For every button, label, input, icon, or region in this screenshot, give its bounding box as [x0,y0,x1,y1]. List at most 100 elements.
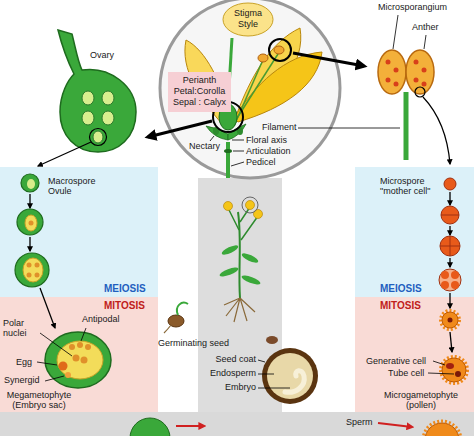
seed-pictures [267,353,313,399]
part-label: Articulation [246,146,291,156]
label-slot: Germinating seed [158,338,229,348]
ovary-picture [38,142,91,166]
label-slot: Tube cell [388,368,424,378]
ovary-picture [82,91,94,105]
seed-pictures [262,348,318,404]
label-slot: Microsporangium [378,2,447,12]
ovary-picture [38,30,136,166]
part-label: Microgametophyte (pollen) [376,390,466,411]
part-label: Anther [412,22,439,32]
part-label: Pedicel [246,157,276,167]
band-heading-slot: MEIOSIS [104,283,146,295]
label-slot: Embryo [225,382,256,392]
plant-picture [246,201,255,210]
anther-picture [378,15,450,164]
ovary-picture [102,91,114,105]
band-picture [15,174,158,297]
magnified-flower [148,121,212,137]
label-slot: Megametophyte (Embryo sac) [2,390,76,411]
ovary-picture [102,111,114,125]
part-name: Perianth [172,75,227,86]
anther-picture [422,82,427,87]
part-label: Sperm [346,417,373,427]
part-name: Sepal : Calyx [172,97,227,108]
fertilization-strip [130,418,461,436]
ovary-picture [82,111,94,125]
band-picture [355,174,468,297]
band-heading-slot: MEIOSIS [380,283,422,295]
anther-picture [386,78,391,83]
magnified-flower [232,140,244,141]
magnified-flower [298,128,400,129]
band-picture [15,297,158,388]
plant-picture [241,274,262,286]
label-slot: Antipodal [82,314,120,324]
seed-pictures [164,325,171,333]
part-label: Germinating seed [158,338,229,348]
seed-pictures [177,303,188,315]
band-heading-slot: MITOSIS [380,300,421,312]
stage-heading: MEIOSIS [380,283,422,295]
anther-picture [422,68,427,73]
fertilization-strip [425,423,459,436]
label-slot: Sperm [346,417,373,427]
part-label: Egg [16,357,32,367]
magnified-flower [258,54,268,62]
part-label: Megametophyte (Embryo sac) [2,390,76,411]
anther-picture [378,50,406,94]
part-label: Generative cell [366,356,426,366]
seed-pictures [258,360,265,362]
plant-picture [238,212,240,298]
perianth-box: PerianthPetal:CorollaSepal : Calyx [168,72,231,112]
label-slot: Endosperm [210,368,256,378]
seed-pictures [266,336,278,344]
plant-picture [224,298,255,322]
label-slot: Floral axis [246,135,287,145]
anther-picture [424,35,426,49]
fertilization-strip [423,421,461,436]
part-label: Tube cell [388,368,424,378]
label-slot: Synergid [4,375,40,385]
stage-heading: MEIOSIS [104,283,146,295]
part-label: Floral axis [246,135,287,145]
part-label: Nectary [189,141,220,151]
anther-picture [394,82,399,87]
anther-picture [423,97,450,164]
label-slot: Microgametophyte (pollen) [376,390,466,411]
magnified-flower [160,0,340,178]
ovary-picture [58,30,136,152]
seed-pictures [285,371,304,393]
part-label: Seed coat [215,354,256,364]
label-slot: Anther [412,22,439,32]
anther-picture [386,60,391,65]
plant-picture [242,197,258,213]
plant-picture [219,266,240,278]
fertilization-strip [130,418,170,436]
label-slot: Pedicel [246,157,276,167]
plant-picture [241,251,260,264]
band-heading-slot: MITOSIS [104,300,145,312]
anther-picture [414,78,419,83]
plant-picture [224,202,233,211]
magnified-flower [269,39,291,61]
band-picture [355,297,468,388]
anther-picture [414,60,419,65]
label-slot: Macrospore Ovule [48,176,106,197]
part-label: Microsporangium [378,2,447,12]
label-slot: Microspore "mother cell" [380,176,440,197]
part-label: Antipodal [82,314,120,324]
label-slot: Egg [16,357,32,367]
anther-picture [404,92,409,160]
magnified-flower [274,46,284,54]
label-slot: Filament [262,122,297,132]
magnified-flower [293,53,364,66]
anther-picture [415,87,425,97]
magnified-flower [234,52,322,122]
stage-heading: MITOSIS [380,300,421,312]
anther-picture [393,15,398,49]
ovary-picture [93,131,103,143]
part-label: Endosperm [210,368,256,378]
part-name: Petal:Corolla [172,86,227,97]
oval-outline [223,3,273,36]
